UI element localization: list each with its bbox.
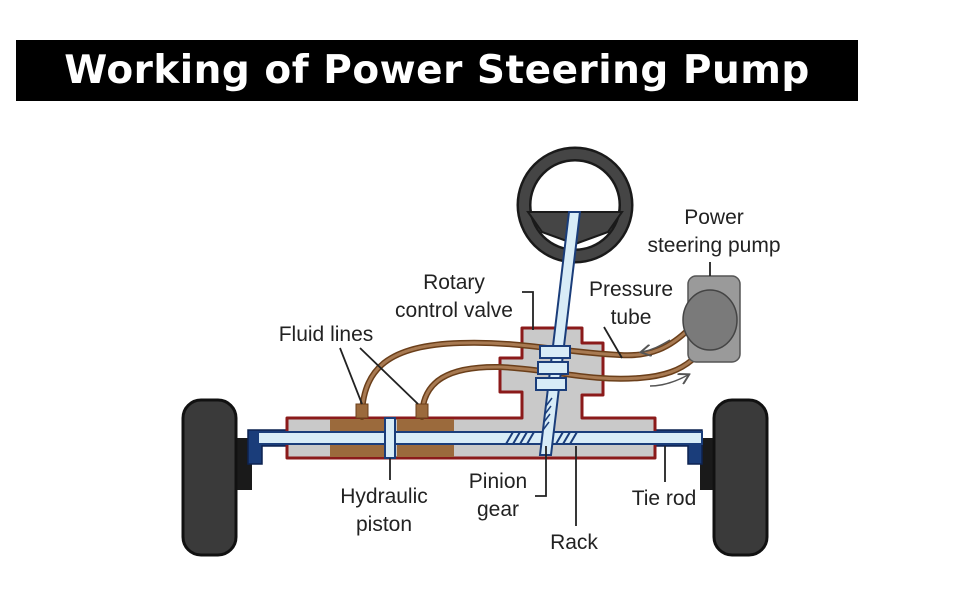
hydraulic-piston <box>384 417 396 459</box>
flow-arrow-in <box>642 339 671 352</box>
title-banner: Working of Power Steering Pump <box>16 40 858 101</box>
right-wheel <box>700 398 769 557</box>
flow-arrow-out <box>649 375 688 387</box>
left-wheel <box>181 398 252 557</box>
svg-text:gear: gear <box>477 498 519 521</box>
pinion-gear-teeth <box>542 397 553 431</box>
label-rack: Rack <box>550 531 598 554</box>
svg-text:Pressure: Pressure <box>589 278 673 301</box>
label-tie-rod: Tie rod <box>632 487 697 510</box>
svg-text:Pinion: Pinion <box>469 470 527 493</box>
svg-text:piston: piston <box>356 513 412 536</box>
svg-text:Hydraulic: Hydraulic <box>340 485 428 508</box>
svg-text:Rack: Rack <box>550 531 598 554</box>
power-steering-pump <box>682 275 741 363</box>
fitting-left <box>355 403 369 419</box>
label-power-steering-pump: Power steering pump <box>647 206 780 257</box>
rotary-valve-spools <box>535 345 571 391</box>
leader-lines <box>339 262 711 526</box>
rack-shaft <box>257 431 703 445</box>
svg-text:Fluid lines: Fluid lines <box>279 323 374 346</box>
label-pressure-tube: Pressure tube <box>589 278 673 329</box>
label-hydraulic-piston: Hydraulic piston <box>340 485 428 536</box>
svg-text:control valve: control valve <box>395 299 513 322</box>
svg-text:tube: tube <box>611 306 652 329</box>
label-pinion-gear: Pinion gear <box>469 470 527 521</box>
rack-teeth <box>505 431 578 445</box>
label-rotary-control-valve: Rotary control valve <box>395 271 513 322</box>
page-title: Working of Power Steering Pump <box>64 48 810 93</box>
svg-text:steering pump: steering pump <box>647 234 780 257</box>
svg-text:Rotary: Rotary <box>423 271 485 294</box>
svg-text:Tie rod: Tie rod <box>632 487 697 510</box>
label-fluid-lines: Fluid lines <box>279 323 374 346</box>
fitting-right <box>415 403 429 419</box>
svg-text:Power: Power <box>684 206 744 229</box>
